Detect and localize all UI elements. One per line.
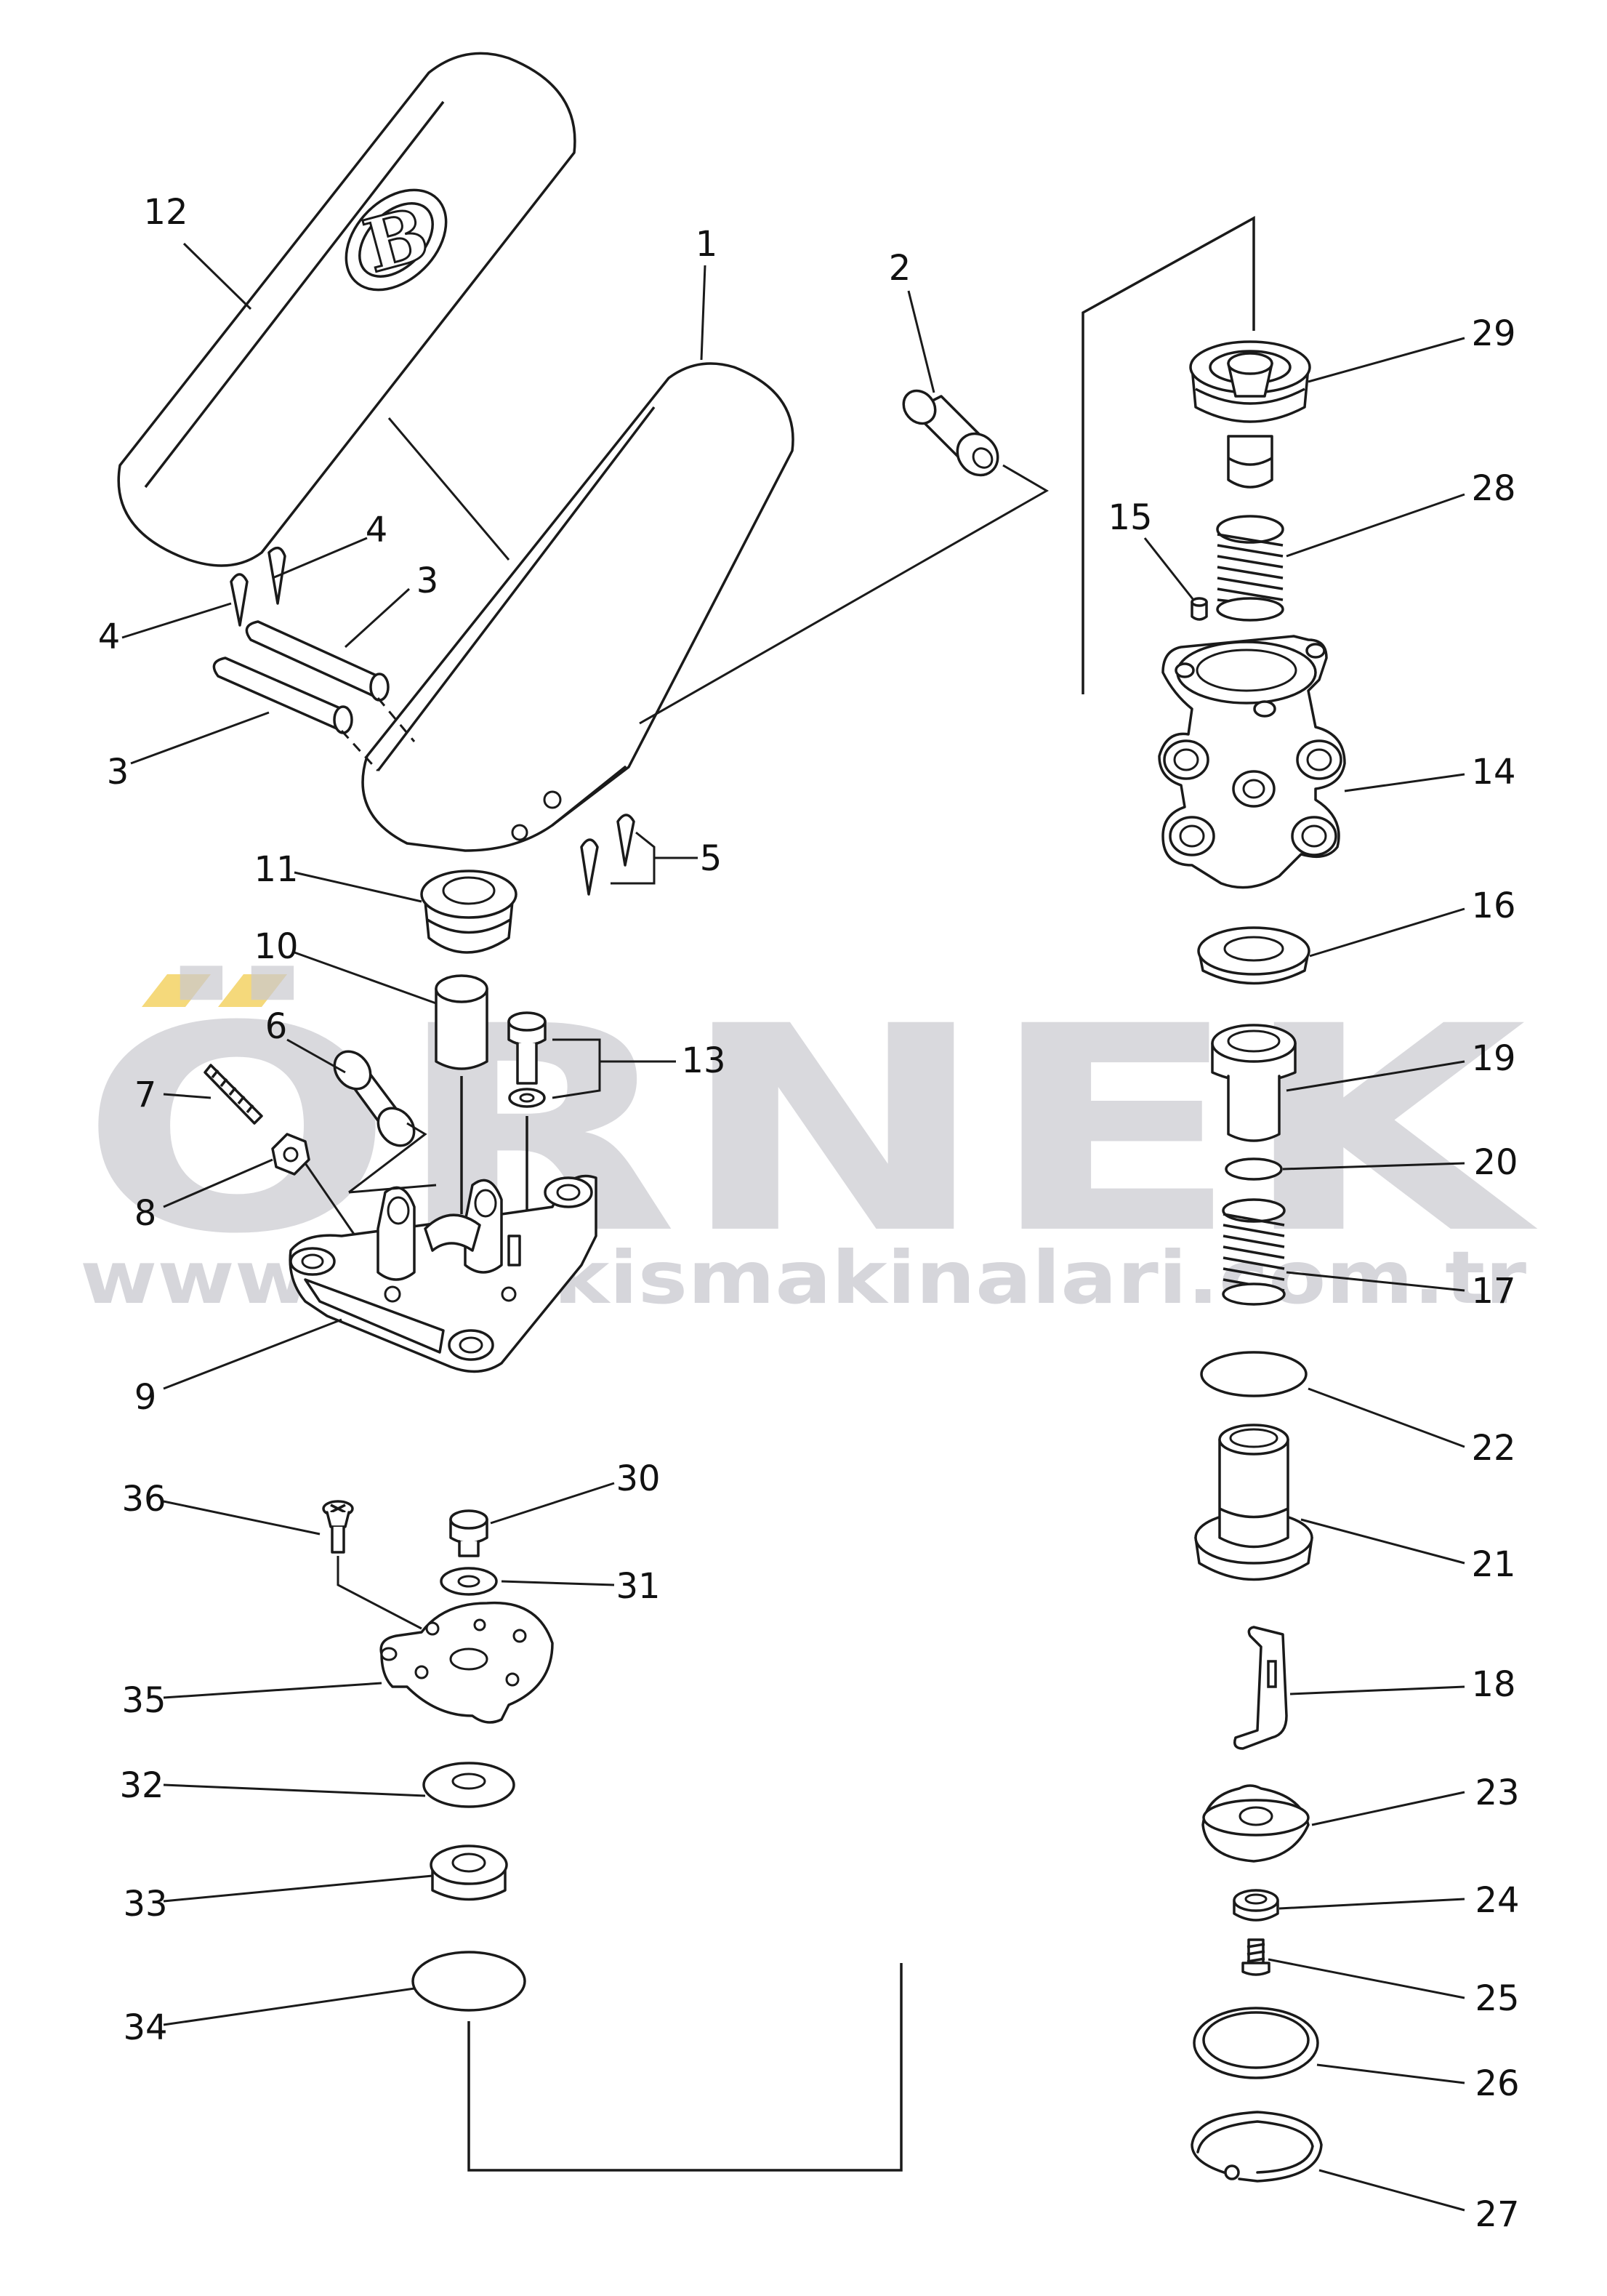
callouts: 1 2 3 3 4 4 5 6 7 8 9 10 11 12 13 14 15 … [98, 192, 1520, 2235]
callout-13: 13 [681, 1040, 725, 1081]
pedal-cover: B [117, 52, 576, 567]
snap-ring-27 [1191, 2111, 1323, 2183]
pin-15 [1191, 597, 1208, 621]
callout-5: 5 [700, 838, 722, 879]
watermark-accent [218, 974, 287, 1007]
callout-16: 16 [1471, 886, 1515, 926]
callout-20: 20 [1473, 1142, 1518, 1183]
ring-26 [1193, 2007, 1319, 2079]
callout-34: 34 [123, 2007, 167, 2048]
callout-12: 12 [143, 192, 188, 233]
bracket [289, 1174, 597, 1373]
screw-36 [322, 1500, 422, 1630]
callout-2: 2 [889, 248, 911, 289]
boot [420, 870, 517, 954]
callout-8: 8 [134, 1193, 157, 1234]
callout-1: 1 [696, 224, 718, 265]
callout-28: 28 [1471, 468, 1515, 509]
callout-3: 3 [416, 561, 439, 601]
callout-6: 6 [265, 1006, 288, 1047]
o-ring-22 [1200, 1351, 1308, 1397]
callout-29: 29 [1471, 313, 1515, 354]
lock-nut [271, 1133, 387, 1280]
callout-26: 26 [1475, 2063, 1519, 2104]
callout-31: 31 [616, 1566, 660, 1607]
callout-36: 36 [121, 1479, 166, 1520]
callout-25: 25 [1475, 1978, 1519, 2019]
pedal [361, 362, 794, 852]
valve-body-14 [1158, 635, 1346, 889]
roller [333, 1050, 427, 1194]
clip-18 [1233, 1626, 1288, 1750]
plunger [435, 974, 488, 1214]
callout-27: 27 [1475, 2194, 1519, 2235]
cover-plate [379, 1601, 554, 1724]
valve-cap-29 [1189, 340, 1311, 489]
callout-9: 9 [134, 1377, 157, 1418]
callout-30: 30 [616, 1458, 660, 1499]
callout-19: 19 [1471, 1038, 1515, 1079]
leader-lines [121, 242, 1465, 2212]
callout-35: 35 [121, 1680, 166, 1721]
callout-33: 33 [123, 1884, 167, 1924]
seal-16 [1197, 926, 1310, 985]
spring-28 [1216, 515, 1284, 622]
screw-25 [1241, 1938, 1270, 1976]
center-axis [1082, 216, 1255, 694]
callout-14: 14 [1471, 752, 1515, 792]
bolt [507, 1011, 676, 1211]
callout-10: 10 [254, 926, 298, 967]
cotter-pins [580, 814, 698, 896]
callout-4: 4 [98, 617, 121, 657]
pins [212, 546, 416, 772]
o-ring-20 [1225, 1157, 1283, 1181]
callout-32: 32 [119, 1765, 164, 1806]
spring-17 [1222, 1198, 1286, 1306]
piston-19 [1211, 1024, 1297, 1142]
callout-17: 17 [1471, 1271, 1515, 1312]
callout-18: 18 [1471, 1664, 1515, 1705]
washer-24 [1233, 1889, 1279, 1922]
adjust-screw [204, 1064, 263, 1125]
push-rod [639, 389, 1049, 725]
callout-23: 23 [1475, 1773, 1519, 1813]
o-ring-34 [411, 1951, 903, 2172]
seat-23 [1201, 1784, 1310, 1863]
callout-15: 15 [1108, 497, 1152, 538]
callout-4: 4 [366, 510, 388, 550]
callout-21: 21 [1471, 1544, 1515, 1585]
watermark-accent [142, 974, 211, 1007]
washer-32 [422, 1762, 515, 1808]
callout-11: 11 [254, 849, 298, 890]
bolt-30 [449, 1509, 488, 1557]
washer-31 [440, 1567, 498, 1596]
callout-7: 7 [134, 1075, 157, 1115]
callout-24: 24 [1475, 1880, 1519, 1921]
retainer-21 [1194, 1424, 1313, 1581]
callout-22: 22 [1471, 1428, 1515, 1469]
callout-3: 3 [107, 752, 129, 792]
seal-33 [430, 1845, 508, 1901]
